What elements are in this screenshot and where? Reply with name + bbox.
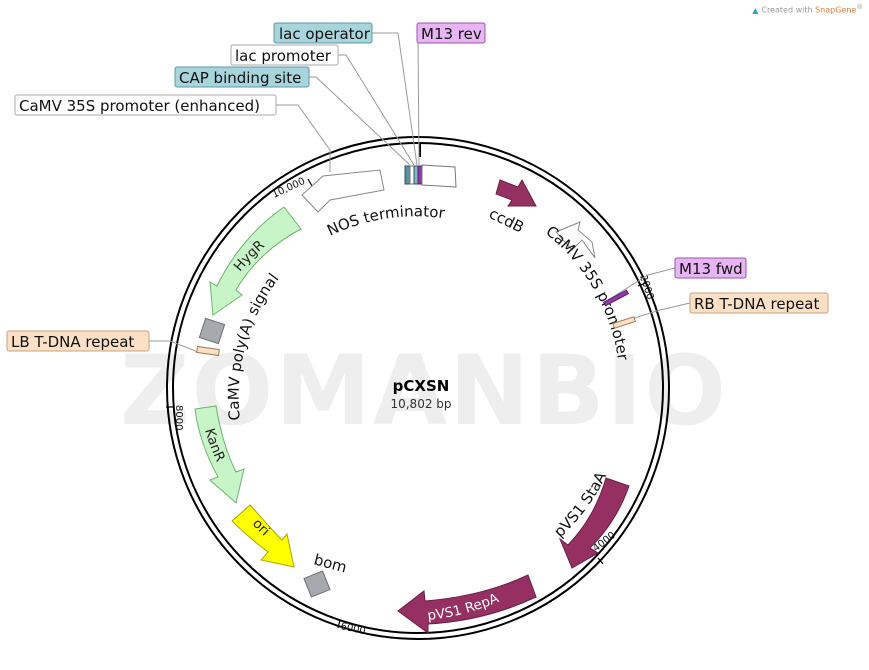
backbone-inner-ring [172,142,664,634]
tick-mark-2000 [637,282,647,287]
callout-text: M13 rev [421,25,482,43]
callout-text: RB T-DNA repeat [694,295,819,313]
feature-ori-arrow [231,504,295,568]
tick-label-6000: 6000 [339,621,366,637]
callout-box [689,292,829,314]
callout-box [416,22,486,44]
feature-cap-site [404,165,411,185]
callout-box [674,257,747,279]
callout-box [6,330,150,352]
plasmid-size: 10,802 bp [390,397,451,411]
feature-m13-fwd [602,289,630,307]
tick-mark-4000 [597,557,604,565]
feature-lb-tdna [196,345,220,357]
label-ccdb: ccdB [486,204,527,236]
feature-nos-terminator-arrow [301,169,385,213]
callout-lac-promoter: lac promoter [230,44,339,66]
feature-kanr-arrow [194,405,245,504]
feature-bom-box [303,570,331,598]
callout-lb-tdna: LB T-DNA repeat [6,330,150,352]
label-nos-terminator: NOS terminator [324,202,447,239]
credit-brand: SnapGene [815,5,857,15]
feature-white-right-arrow [421,164,457,188]
tick-mark-6000 [337,619,341,629]
snapgene-credit: ▲Created with SnapGene® [752,3,863,15]
origin-feature-cluster [404,164,457,188]
feature-ccdb-arrow [495,178,537,207]
callout-box [230,44,339,66]
label-nos-terminator-path: NOS terminator [324,202,447,239]
feature-m13-rev [417,165,423,185]
credit-mark: ® [856,3,863,11]
callout-camv-35s-enhanced: CaMV 35S promoter (enhanced) [14,94,277,116]
plasmid-name: pCXSN [393,377,450,395]
tick-label-8000: 8000 [173,405,184,430]
backbone-outer-ring [166,136,670,640]
feature-camv-polya-box [198,317,226,345]
feature-camv-35s-arrow [555,221,596,259]
callout-text: LB T-DNA repeat [11,333,134,351]
callout-m13-fwd: M13 fwd [674,257,747,279]
callout-text: lac operator [279,25,371,43]
callout-m13-rev: M13 rev [416,22,486,44]
feature-lac-operator [413,165,419,185]
feature-hygr-arrow [209,206,302,316]
credit-prefix: Created with [761,5,813,15]
snapgene-logo-icon: ▲ [752,5,759,15]
callout-text: M13 fwd [679,260,743,278]
callout-rb-tdna: RB T-DNA repeat [689,292,829,314]
callout-text: lac promoter [235,47,332,65]
callout-box [174,66,310,88]
feature-lac-promoter [409,165,415,185]
feature-rb-tdna [612,316,637,329]
callout-box [273,22,373,44]
tick-mark-10000 [307,178,313,187]
feature-pvs1-staa-arrow [558,477,630,569]
tick-label-2000: 2000 [637,274,655,302]
callout-text: CaMV 35S promoter (enhanced) [19,97,260,115]
callout-cap-binding-site: CAP binding site [174,66,310,88]
callout-text: CAP binding site [179,69,301,87]
feature-pvs1-repa-arrow [397,574,537,634]
callout-lac-operator: lac operator [273,22,373,44]
callout-box [14,94,277,116]
